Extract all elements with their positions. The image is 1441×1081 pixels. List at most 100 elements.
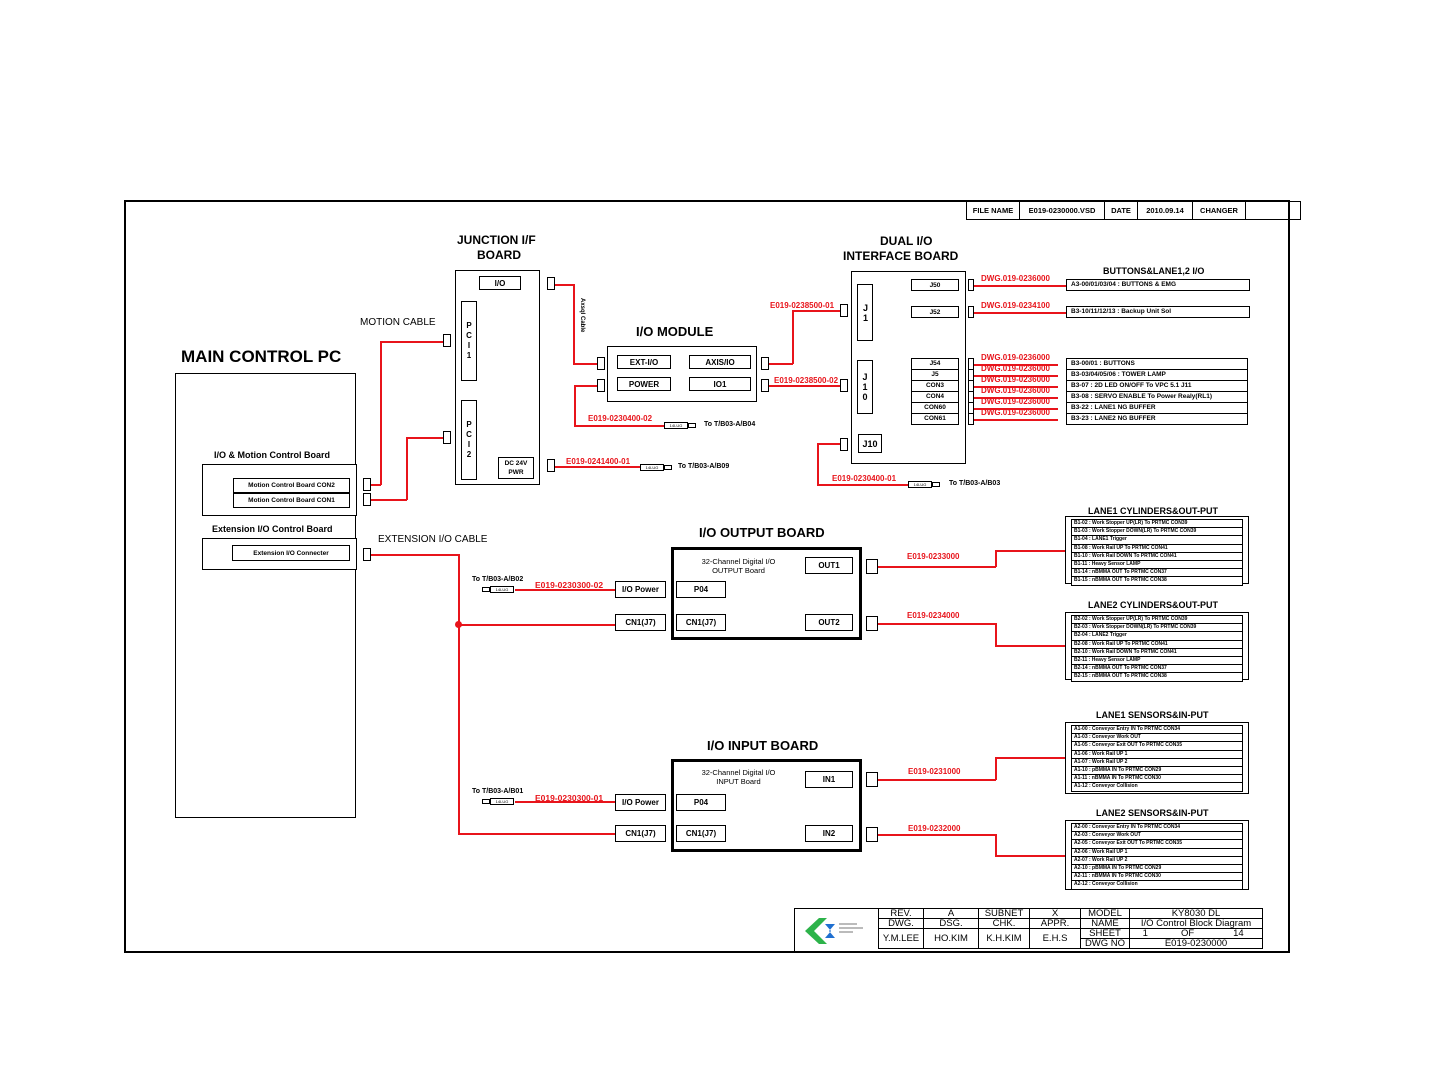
dual-io-j1: J1 — [857, 284, 873, 341]
wire-in2-h2 — [995, 855, 1065, 857]
port-con3: CON3 — [911, 380, 959, 392]
connector-in2[interactable] — [866, 827, 878, 842]
connector-axis-io[interactable] — [761, 357, 769, 370]
j10v-label: J10 — [860, 372, 870, 402]
sheet-total: 14 — [1214, 928, 1263, 939]
out1-cable-label: E019-0233000 — [907, 552, 960, 561]
sheet-of: OF — [1160, 928, 1215, 939]
button-dwg-label: DWG.019-0236000 — [981, 408, 1050, 417]
input-cn1-inner: CN1(J7) — [676, 825, 726, 842]
dual-io-j10-vertical: J10 — [857, 360, 873, 414]
name-value: I/O Control Block Diagram — [1129, 918, 1263, 929]
in1-cable-label: E019-0231000 — [908, 767, 961, 776]
junction-pci1: PCI1 — [461, 301, 477, 381]
input-p04: P04 — [676, 794, 726, 811]
io-module-ext-io: EXT-I/O — [617, 355, 671, 369]
connector-j10[interactable] — [840, 438, 848, 451]
connector-power[interactable] — [597, 379, 605, 392]
connector-pci1[interactable] — [443, 334, 451, 347]
connector-out2[interactable] — [866, 616, 878, 631]
rev-label: REV. — [878, 908, 924, 919]
connector-junction-io[interactable] — [547, 277, 555, 290]
file-info-table: FILE NAME E019-0230000.VSD DATE 2010.09.… — [966, 201, 1301, 220]
output-cn1-outer: CN1(J7) — [615, 614, 666, 631]
button-row: B3-23 : LANE2 NG BUFFER — [1066, 413, 1248, 425]
lane1-in-title: LANE1 SENSORS&IN-PUT — [1096, 710, 1209, 720]
plug-power-tip — [688, 423, 696, 428]
plug-output-tip — [482, 587, 490, 592]
j10-dest: To T/B03-A/B03 — [949, 480, 1001, 487]
wire-j10-h1 — [817, 443, 840, 445]
wire-button-7 — [974, 419, 1058, 421]
lane-row: A1-12 : Conveyor Collision — [1071, 782, 1243, 792]
appr-label: APPR. — [1029, 918, 1081, 929]
model-label: MODEL — [1080, 908, 1130, 919]
wire-output-power — [515, 589, 615, 591]
plug-power: 14LUG — [664, 422, 688, 429]
connector-j10v[interactable] — [840, 379, 848, 392]
connector-in1[interactable] — [866, 772, 878, 787]
out2-cable-label: E019-0234000 — [907, 611, 960, 620]
button-row: B3-07 : 2D LED ON/OFF To VPC 5.1 J11 — [1066, 380, 1248, 392]
name-label: NAME — [1080, 918, 1130, 929]
button-row: A3-00/01/03/04 : BUTTONS & EMG — [1066, 279, 1250, 291]
plug-output: 14LUG — [490, 586, 514, 593]
connector-out1[interactable] — [866, 559, 878, 574]
junction-dc-pwr: DC 24V PWR — [498, 457, 534, 479]
dual-io-j10: J10 — [858, 434, 882, 453]
motion-con2: Motion Control Board CON2 — [233, 478, 350, 493]
wire-button-6 — [974, 408, 1058, 410]
connector-con1[interactable] — [363, 493, 371, 506]
output-desc-1: 32-Channel Digital I/O — [701, 557, 776, 566]
dc-pwr-line2: PWR — [508, 469, 524, 476]
ext-board-label: Extension I/O Control Board — [212, 524, 333, 534]
output-out1: OUT1 — [805, 557, 853, 574]
button-row: B3-08 : SERVO ENABLE To Power Realy(RL1) — [1066, 391, 1248, 403]
wire-ext-h — [371, 554, 459, 556]
port-j52: J52 — [911, 306, 959, 318]
port-con60: CON60 — [911, 402, 959, 414]
wire-axisio-v — [792, 310, 794, 364]
rev-value: A — [923, 908, 979, 919]
connector-j52[interactable] — [968, 306, 974, 318]
wire-out2-h1 — [878, 623, 996, 625]
button-dwg-label: DWG.019-0236000 — [981, 375, 1050, 384]
dc-cable-label: E019-0241400-01 — [566, 457, 631, 466]
wire-out2-h2 — [995, 645, 1065, 647]
connector-con61[interactable] — [968, 413, 974, 425]
input-desc-2: INPUT Board — [716, 777, 761, 786]
dual-io-title-1: DUAL I/O — [880, 234, 933, 248]
plug-input-tip — [482, 799, 490, 804]
wire-in1-h1 — [878, 779, 996, 781]
button-dwg-label: DWG.019-0234100 — [981, 301, 1050, 310]
wire-axisio-h2 — [792, 310, 840, 312]
connector-pci2[interactable] — [443, 431, 451, 444]
connector-j1[interactable] — [840, 304, 848, 317]
wire-button-0 — [974, 285, 1066, 287]
input-power-dest: To T/B03-A/B01 — [472, 788, 524, 795]
wire-button-3 — [974, 375, 1058, 377]
button-row: B3-00/01 : BUTTONS — [1066, 358, 1248, 370]
wire-ext-v — [458, 554, 460, 834]
input-board-desc: 32-Channel Digital I/O INPUT Board — [686, 768, 791, 786]
appr-value: E.H.S — [1029, 928, 1081, 949]
connector-con2[interactable] — [363, 478, 371, 491]
lane1-in-table: A1-00 : Conveyor Entry IN To PRTMC CON34… — [1065, 722, 1249, 794]
wire-motion-1 — [371, 484, 381, 486]
wire-button-5 — [974, 397, 1058, 399]
connector-io1[interactable] — [761, 379, 769, 392]
connector-ext[interactable] — [363, 548, 371, 561]
connector-dc-pwr[interactable] — [547, 459, 555, 472]
wire-axis-h2 — [573, 363, 597, 365]
input-in2: IN2 — [805, 825, 853, 842]
output-power-cable-label: E019-0230300-02 — [535, 580, 604, 590]
ext-connector: Extension I/O Connecter — [232, 545, 350, 561]
junction-title-2: BOARD — [477, 248, 521, 262]
connector-j50[interactable] — [968, 279, 974, 291]
subnet-value: X — [1029, 908, 1081, 919]
company-logo-icon — [805, 918, 835, 944]
wire-power-h1 — [574, 385, 597, 387]
axis-io-cable-label: E019-0238500-01 — [770, 301, 835, 310]
connector-ext-io[interactable] — [597, 357, 605, 370]
wire-j10-h2 — [817, 484, 908, 486]
